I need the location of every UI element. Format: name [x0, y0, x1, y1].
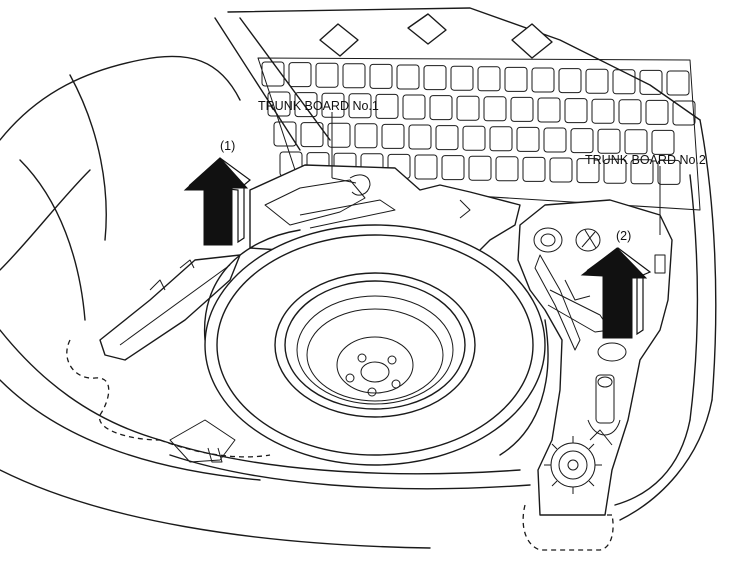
- grille-cell: [462, 125, 486, 151]
- grille-cell: [273, 121, 297, 147]
- grille-cell: [645, 99, 669, 125]
- grille-cell: [591, 98, 615, 124]
- grille-cell: [510, 96, 534, 122]
- up-arrow-icon: [580, 247, 652, 339]
- grille-cell: [639, 69, 663, 95]
- grille-cell: [570, 128, 594, 154]
- grille-cell: [408, 124, 432, 150]
- grille-cell: [267, 91, 291, 117]
- grille-cell: [414, 154, 438, 180]
- grille-cell: [396, 64, 420, 90]
- hidden-outline: [66, 339, 614, 551]
- grille-cell: [612, 69, 636, 95]
- grille-cell: [450, 65, 474, 91]
- grille-cell: [618, 99, 642, 125]
- label-trunk-board-2: TRUNK BOARD No.2: [585, 153, 706, 167]
- grille-cell: [597, 128, 621, 154]
- spare-tire: [203, 224, 549, 466]
- grille-cell: [327, 122, 351, 148]
- grille-cell: [315, 62, 339, 88]
- grille-cell: [549, 157, 573, 183]
- grille-cell: [558, 68, 582, 94]
- leader-lines: [331, 112, 661, 235]
- grille-cell: [522, 156, 546, 182]
- grille-cell: [624, 129, 648, 155]
- grille-cell: [435, 125, 459, 151]
- up-arrow-icon: [183, 157, 251, 246]
- grille-cell: [672, 100, 696, 126]
- grille-cell: [657, 159, 681, 185]
- label-step-2: (2): [616, 229, 631, 243]
- grille-cell: [441, 155, 465, 181]
- grille-cell: [666, 70, 690, 96]
- grille-cell: [603, 158, 627, 184]
- grille-cell: [456, 95, 480, 121]
- grille-cell: [375, 93, 399, 119]
- grille-cell: [354, 123, 378, 149]
- panel-fasteners: [319, 13, 553, 59]
- front-latch: [169, 419, 236, 463]
- grille-cell: [576, 158, 600, 184]
- grille-cell: [261, 61, 285, 87]
- grille-cell: [294, 92, 318, 118]
- trunk-body: [0, 7, 717, 549]
- grille-cell: [504, 66, 528, 92]
- grille-cell: [369, 63, 393, 89]
- grille-cell: [429, 95, 453, 121]
- grille-cell: [585, 68, 609, 94]
- grille-cell: [489, 126, 513, 152]
- grille-cell: [537, 97, 561, 123]
- grille-frame: [257, 57, 701, 211]
- grille-cell: [516, 126, 540, 152]
- grille-cell: [288, 62, 312, 88]
- grille-cell: [531, 67, 555, 93]
- grille-cell: [630, 159, 654, 185]
- grille-cell: [402, 94, 426, 120]
- grille-cell: [300, 122, 324, 148]
- grille-cell: [543, 127, 567, 153]
- grille-cell: [495, 156, 519, 182]
- grille-cell: [381, 123, 405, 149]
- grille-cell: [423, 65, 447, 91]
- grille-cell: [321, 92, 345, 118]
- grille-cell: [651, 129, 675, 155]
- grille-cell: [468, 155, 492, 181]
- grille-cell: [564, 98, 588, 124]
- grille-cell: [483, 96, 507, 122]
- grille-cell: [342, 63, 366, 89]
- grille-cell: [348, 93, 372, 119]
- label-trunk-board-1: TRUNK BOARD No.1: [258, 99, 379, 113]
- grille-cell: [477, 66, 501, 92]
- label-step-1: (1): [220, 139, 235, 153]
